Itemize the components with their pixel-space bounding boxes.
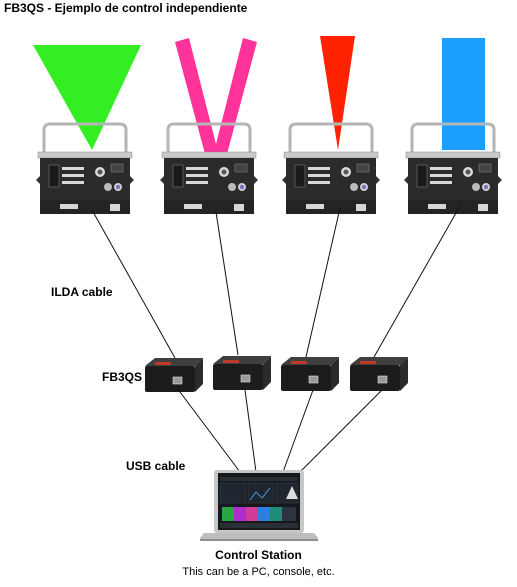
fb3qs-box-1 — [144, 357, 204, 393]
ilda-cable-1 — [91, 209, 176, 359]
usb-cables — [176, 387, 383, 473]
usb-cable-1 — [176, 387, 241, 473]
ilda-cable-2 — [215, 211, 239, 356]
fb3qs-box-2 — [212, 355, 272, 391]
fb3qs-label: FB3QS — [102, 370, 143, 384]
usb-cable-3 — [282, 389, 314, 473]
fb3qs-box-3 — [280, 356, 340, 392]
ilda-cable-label: ILDA cable — [51, 285, 113, 299]
pink-beam-left — [175, 38, 218, 154]
usb-cable-4 — [299, 389, 383, 473]
red-beam — [320, 36, 355, 150]
green-beam — [33, 45, 141, 150]
control-station-label: Control Station — [215, 548, 302, 562]
laptop-icon — [200, 470, 318, 541]
blue-beam — [442, 38, 485, 150]
diagram-title: FB3QS - Ejemplo de control independiente — [4, 1, 248, 15]
control-station-note: This can be a PC, console, etc. — [182, 566, 335, 578]
ilda-cable-3 — [305, 207, 341, 358]
laser-projector-3 — [280, 122, 382, 216]
usb-cable-2 — [244, 389, 257, 473]
ilda-cables — [91, 205, 461, 359]
fb3qs-box-4 — [349, 356, 409, 392]
ilda-cable-4 — [373, 205, 461, 358]
usb-cable-label: USB cable — [126, 459, 186, 473]
